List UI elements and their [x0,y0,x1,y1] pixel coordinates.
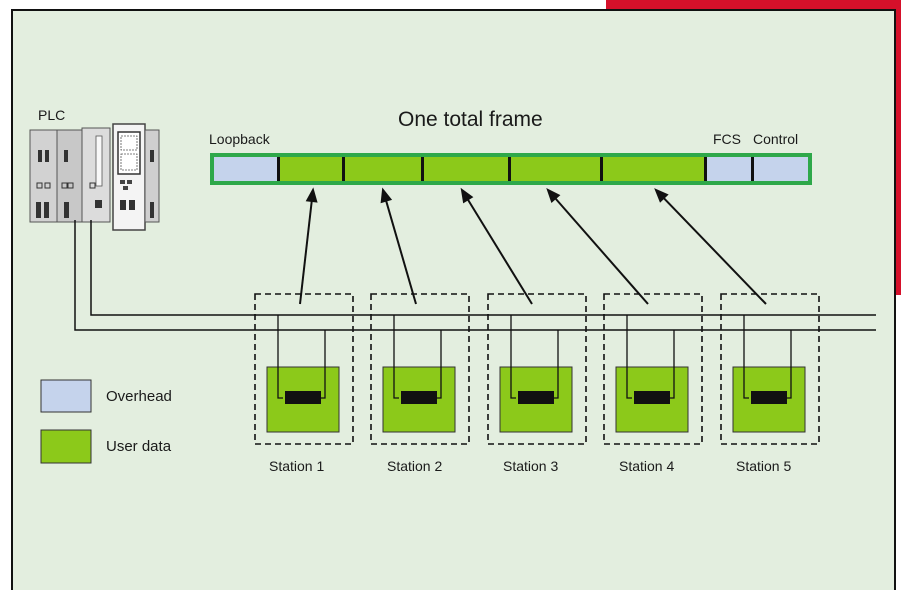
control-label: Control [753,131,799,147]
legend-overhead-swatch [40,379,92,413]
frame-bar [210,153,812,185]
legend-user-data-swatch [40,429,92,464]
frame-divider [277,157,280,181]
legend-overhead-label: Overhead [106,388,172,405]
station-wire-out [554,330,559,399]
station-label: Station 3 [503,458,559,474]
plc-label: PLC [38,107,66,123]
station-label: Station 1 [269,458,325,474]
station-wire-in [743,315,749,399]
frame-divider [421,157,424,181]
plc-device-icon [29,123,160,231]
station-2 [370,293,470,445]
bus-line-upper [90,220,876,316]
control-segment [754,157,808,181]
station-4 [603,293,703,445]
loopback-label: Loopback [209,131,270,147]
frame-divider [508,157,511,181]
station-dashed-box [370,293,470,445]
station-1 [254,293,354,445]
station-chip-icon [401,391,437,404]
station-wire-in [510,315,516,399]
stations-group [254,293,820,445]
station-dashed-box [603,293,703,445]
station-chip-icon [285,391,321,404]
station-dashed-box [487,293,587,445]
fcs-label: FCS [713,131,741,147]
station-label: Station 4 [619,458,675,474]
station-chip-icon [751,391,787,404]
station-wire-in [626,315,632,399]
station-wire-out [787,330,792,399]
station-chip-icon [518,391,554,404]
arrow [546,188,649,305]
frame-divider [600,157,603,181]
arrow [380,187,417,305]
station-wire-out [437,330,442,399]
station-3 [487,293,587,445]
arrow [460,187,533,305]
station-label: Station 5 [736,458,792,474]
frame-title: One total frame [398,108,543,131]
arrow [299,187,318,305]
arrow [654,188,767,305]
frame-divider [751,157,754,181]
loopback-segment [214,157,278,181]
station-5 [720,293,820,445]
diagram-panel [11,9,896,595]
station-wire-out [670,330,675,399]
station-dashed-box [254,293,354,445]
station-wire-in [393,315,399,399]
fcs-segment [707,157,752,181]
station-chip-icon [634,391,670,404]
station-wire-in [277,315,283,399]
legend-user-data-label: User data [106,438,172,455]
station-wire-out [321,330,326,399]
arrows-group [299,187,767,305]
bus-line-lower [74,220,876,331]
station-dashed-box [720,293,820,445]
station-label: Station 2 [387,458,443,474]
frame-divider [342,157,345,181]
frame-divider [704,157,707,181]
